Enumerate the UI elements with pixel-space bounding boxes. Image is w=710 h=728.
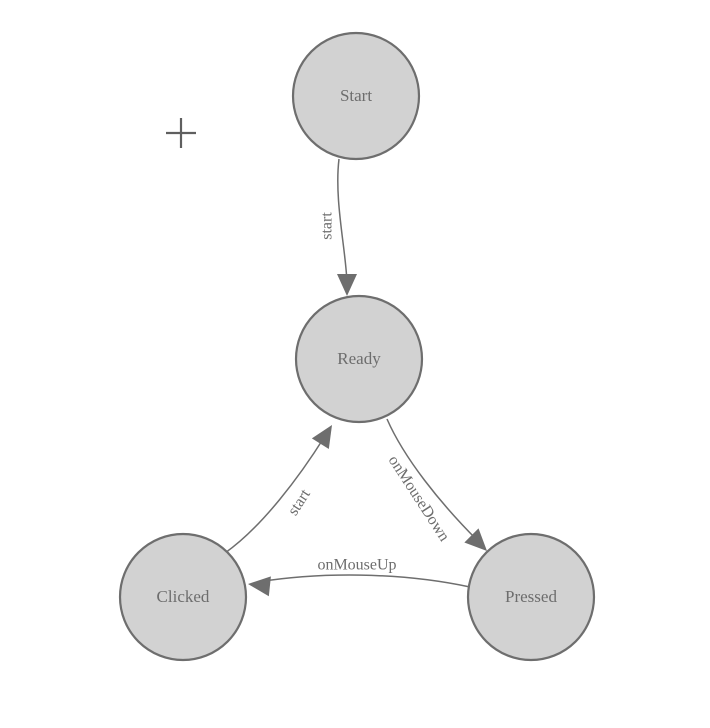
node-label-ready: Ready	[337, 349, 381, 368]
edge-label-start-to-ready: start	[319, 212, 336, 240]
node-ready[interactable]: Ready	[294, 294, 424, 424]
edge-path-clicked-to-ready[interactable]	[224, 435, 326, 554]
edge-start-to-ready[interactable]: start	[319, 158, 357, 296]
node-clicked[interactable]: Clicked	[118, 532, 248, 662]
edge-clicked-to-ready[interactable]: start	[224, 420, 340, 554]
edge-label-pressed-to-clicked: onMouseUp	[317, 557, 396, 574]
arrow-head-ready-to-pressed	[464, 528, 487, 551]
node-circle-pressed[interactable]	[466, 532, 596, 662]
node-label-start: Start	[340, 86, 372, 105]
node-label-clicked: Clicked	[157, 587, 210, 606]
node-label-pressed: Pressed	[505, 587, 557, 606]
edge-label-clicked-to-ready: start	[285, 486, 315, 519]
node-start[interactable]: Start	[291, 31, 421, 161]
cursor-layer	[166, 118, 196, 148]
node-circle-ready[interactable]	[294, 294, 424, 424]
arrow-head-start-to-ready	[337, 274, 357, 296]
edge-path-pressed-to-clicked[interactable]	[257, 574, 471, 588]
arrow-head-pressed-to-clicked	[248, 576, 271, 597]
node-circle-clicked[interactable]	[118, 532, 248, 662]
edge-path-ready-to-pressed[interactable]	[386, 418, 479, 542]
node-pressed[interactable]: Pressed	[466, 532, 596, 662]
crosshair-icon	[166, 118, 196, 148]
arrow-head-clicked-to-ready	[311, 425, 332, 449]
node-circle-start[interactable]	[291, 31, 421, 161]
edge-label-ready-to-pressed: onMouseDown	[385, 453, 453, 545]
edge-ready-to-pressed[interactable]: onMouseDown	[385, 418, 494, 558]
edge-pressed-to-clicked[interactable]: onMouseUp	[247, 557, 471, 597]
edge-path-start-to-ready[interactable]	[337, 158, 348, 284]
